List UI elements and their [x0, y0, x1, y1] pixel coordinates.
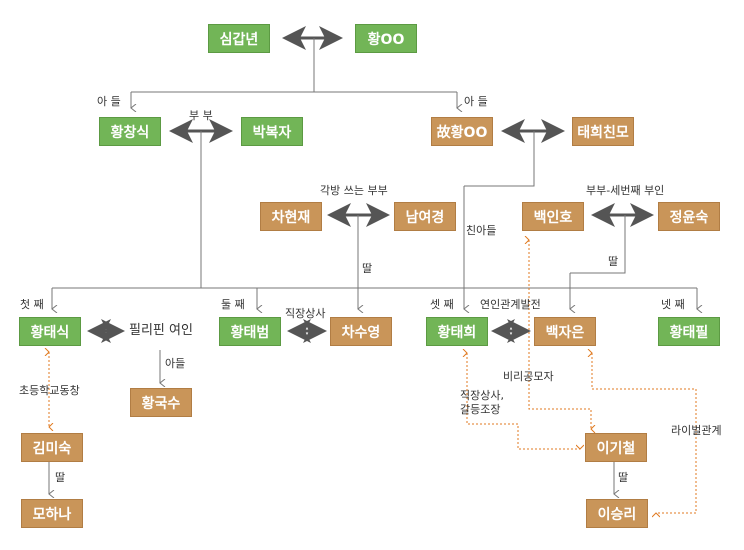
person-shim: 심갑년	[208, 24, 270, 53]
person-changsik: 황창식	[99, 117, 161, 146]
label-daughter: 딸	[55, 471, 66, 484]
person-taepil: 황태필	[658, 317, 720, 346]
person-guksu: 황국수	[130, 388, 192, 417]
label-boss-conflict: 갈등조장	[460, 403, 501, 416]
label-boss-conflict: 직장상사,	[460, 389, 504, 402]
conflict-link	[467, 353, 580, 449]
rival-link	[592, 353, 697, 513]
label-classmates: 초등학교동창	[19, 384, 80, 397]
person-suyoung: 차수영	[330, 317, 392, 346]
label-daughter: 딸	[362, 262, 373, 275]
label-fourth: 넷 째	[661, 298, 685, 311]
person-jaeun: 백자은	[534, 317, 596, 346]
person-philippine-woman: 필리핀 여인	[129, 323, 193, 338]
label-son: 아 들	[464, 95, 488, 108]
label-rival: 라이벌관계	[671, 424, 722, 437]
label-lovers: 연인관계발전	[480, 298, 541, 311]
label-separate-rooms: 각방 쓰는 부부	[320, 184, 388, 197]
label-third: 셋 째	[430, 298, 454, 311]
person-yeokyung: 남여경	[394, 202, 456, 231]
label-biological-son: 친아들	[466, 224, 497, 237]
person-late-hwang: 故황OO	[431, 117, 493, 146]
person-inho: 백인호	[522, 202, 584, 231]
label-son: 아 들	[97, 95, 121, 108]
label-daughter: 딸	[608, 255, 619, 268]
person-hwang-oo: 황OO	[355, 24, 417, 53]
person-gicheol: 이기철	[585, 433, 647, 462]
person-taehee: 황태희	[426, 317, 488, 346]
label-third-wife: 부부-세번째 부인	[586, 184, 665, 197]
person-hyunjae: 차현재	[260, 202, 322, 231]
person-yunsuk: 정윤숙	[658, 202, 720, 231]
label-daughter: 딸	[618, 471, 629, 484]
person-taebeom: 황태범	[219, 317, 281, 346]
label-boss: 직장상사	[285, 307, 326, 320]
label-first: 첫 째	[20, 298, 44, 311]
label-second: 둘 째	[221, 298, 245, 311]
person-misuk: 김미숙	[21, 433, 83, 462]
label-couple: 부 부	[189, 109, 213, 122]
person-bokja: 박복자	[241, 117, 303, 146]
person-hana: 모하나	[21, 499, 83, 528]
person-seungri: 이승리	[586, 499, 648, 528]
person-taesik: 황태식	[19, 317, 81, 346]
person-taehee-mother: 태희친모	[572, 117, 634, 146]
label-corruption: 비리공모자	[503, 370, 554, 383]
label-son: 아들	[165, 357, 186, 370]
